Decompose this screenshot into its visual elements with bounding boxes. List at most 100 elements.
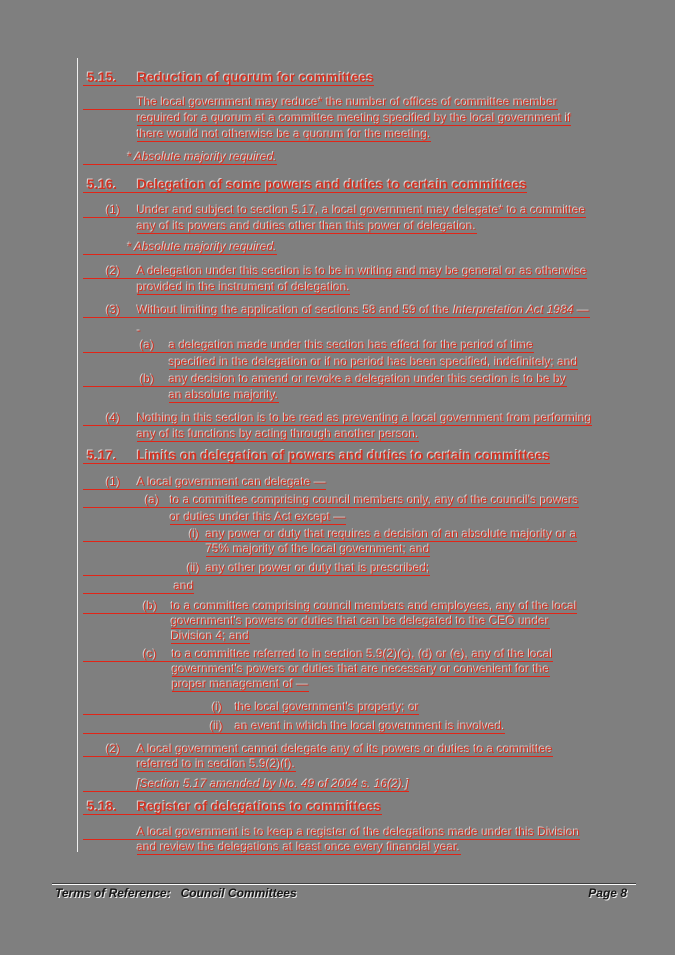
footer-document-title: Terms of Reference: Council Committees	[55, 886, 297, 900]
list-marker: 5.15.	[87, 70, 118, 85]
line-text: a delegation made under this section has…	[169, 338, 534, 352]
list-marker: (4)	[106, 411, 121, 425]
text-line: an absolute majority.	[169, 388, 279, 403]
text-line: (4)Nothing in this section is to be read…	[83, 411, 592, 426]
list-marker: (i)	[189, 527, 200, 541]
list-marker: (a)	[140, 338, 155, 352]
line-text: Reduction of quorum for committees	[137, 70, 375, 85]
line-text: to a committee referred to in section 5.…	[172, 647, 553, 661]
text-line: (1) A local government can delegate —	[83, 475, 327, 490]
text-line: (i)the local government's property; or	[83, 700, 420, 715]
text-line: provided in the instrument of delegation…	[137, 280, 351, 295]
line-text: and	[174, 579, 195, 593]
list-marker: (ii)	[187, 561, 201, 575]
line-text: or duties under this Act except —	[170, 510, 347, 524]
line-text: to a committee comprising council member…	[170, 493, 579, 507]
line-text: A local government can delegate —	[137, 475, 327, 489]
line-text: required for a quorum at a committee mee…	[137, 111, 572, 125]
line-text: any decision to amend or revoke a delega…	[169, 372, 567, 386]
text-line: (ii) any other power or duty that is pres…	[83, 561, 431, 576]
line-text: provided in the instrument of delegation…	[137, 280, 351, 294]
text-line: (2) A local government cannot delegate an…	[83, 742, 553, 757]
line-text: any of its functions by acting through a…	[137, 427, 420, 441]
line-text: -	[137, 323, 141, 337]
text-line: -	[137, 323, 141, 337]
line-text: any other power or duty that is prescrib…	[206, 561, 431, 575]
text-line: proper management of —	[172, 677, 309, 692]
section-heading-line: 5.15. Reduction of quorum for committees	[83, 70, 375, 86]
list-marker: (2)	[106, 742, 121, 756]
line-text: * Absolute majority required.	[127, 240, 278, 254]
text-line: (ii) an event in which the local governme…	[83, 719, 506, 734]
list-marker: 5.16.	[87, 177, 118, 192]
text-line: and review the delegations at least once…	[137, 840, 461, 855]
line-text: an event in which the local government i…	[235, 719, 506, 733]
line-text: Limits on delegation of powers and dutie…	[137, 448, 551, 463]
line-text: [Section 5.17 amended by No. 49 of 2004 …	[137, 777, 410, 791]
text-line: (2)A delegation under this section is to…	[83, 264, 588, 279]
line-text: Delegation of some powers and duties to …	[137, 177, 528, 192]
line-text: Under and subject to section 5.17, a loc…	[137, 203, 586, 217]
line-text: Without limiting the application of sect…	[137, 303, 590, 317]
text-line: any of its powers and duties other than …	[137, 219, 477, 234]
line-text: proper management of —	[172, 677, 309, 691]
line-text: specified in the delegation or if no per…	[169, 355, 578, 369]
section-heading-line: 5.16. Delegation of some powers and dutie…	[83, 177, 528, 193]
text-line: (c) to a committee referred to in section…	[83, 647, 553, 662]
list-marker: 5.18.	[87, 799, 118, 814]
footer-divider-line	[52, 883, 636, 885]
text-line: (3) Without limiting the application of s…	[83, 303, 590, 318]
text-line: [Section 5.17 amended by No. 49 of 2004 …	[83, 777, 410, 792]
text-line: government's powers or duties that can b…	[171, 614, 550, 629]
margin-change-bar	[77, 58, 78, 852]
line-text: Register of delegations to committees	[137, 799, 382, 814]
list-marker: (3)	[106, 303, 121, 317]
text-line: referred to in section 5.9(2)(f).	[137, 757, 296, 772]
line-text: referred to in section 5.9(2)(f).	[137, 757, 296, 771]
text-line: government's powers or duties that are n…	[172, 662, 550, 677]
text-line: (a) to a committee comprising council mem…	[83, 493, 579, 508]
line-text: government's powers or duties that can b…	[171, 614, 550, 628]
list-marker: (c)	[143, 647, 157, 661]
text-line: (b) any decision to amend or revoke a del…	[83, 372, 567, 387]
list-marker: (1)	[106, 475, 121, 489]
list-marker: 5.17.	[87, 448, 118, 463]
list-marker: (1)	[106, 203, 121, 217]
text-line: and	[83, 579, 195, 594]
section-heading-line: 5.17. Limits on delegation of powers and …	[83, 448, 551, 464]
list-marker: (a)	[145, 493, 160, 507]
footer-page-number: Page 8	[588, 886, 627, 900]
text-line: (b) to a committee comprising council mem…	[83, 599, 578, 614]
line-text: Division 4; and	[171, 629, 250, 643]
text-line: (i) any power or duty that requires a dec…	[83, 527, 577, 542]
text-line: The local government may reduce* the num…	[83, 95, 558, 110]
text-line: or duties under this Act except —	[170, 510, 347, 525]
text-line: any of its functions by acting through a…	[137, 427, 420, 442]
line-text: A delegation under this section is to be…	[137, 264, 588, 278]
line-text: an absolute majority.	[169, 388, 279, 402]
line-text: there would not otherwise be a quorum fo…	[137, 127, 432, 141]
line-text: to a committee comprising council member…	[171, 599, 578, 613]
text-line: 75% majority of the local government; an…	[206, 542, 431, 557]
line-text: A local government cannot delegate any o…	[137, 742, 553, 756]
line-text: government's powers or duties that are n…	[172, 662, 550, 676]
line-text: any power or duty that requires a decisi…	[206, 527, 577, 541]
text-line: there would not otherwise be a quorum fo…	[137, 127, 432, 142]
section-heading-line: 5.18. Register of delegations to committe…	[83, 800, 382, 815]
list-marker: (b)	[140, 372, 155, 386]
text-line: (a) a delegation made under this section …	[83, 338, 534, 353]
list-marker: (b)	[143, 599, 158, 613]
text-line: Division 4; and	[171, 629, 250, 644]
line-text: A local government is to keep a register…	[137, 825, 580, 839]
list-marker: (i)	[212, 700, 223, 714]
line-text: and review the delegations at least once…	[137, 840, 461, 854]
text-line: * Absolute majority required.	[83, 150, 278, 165]
list-marker: (ii)	[210, 719, 224, 733]
line-text: * Absolute majority required.	[127, 150, 278, 164]
line-text: 75% majority of the local government; an…	[206, 542, 431, 556]
text-line: specified in the delegation or if no per…	[169, 355, 578, 370]
text-line: * Absolute majority required.	[83, 240, 278, 255]
text-line: required for a quorum at a committee mee…	[137, 111, 572, 126]
text-line: A local government is to keep a register…	[83, 825, 580, 840]
line-text: any of its powers and duties other than …	[137, 219, 477, 233]
